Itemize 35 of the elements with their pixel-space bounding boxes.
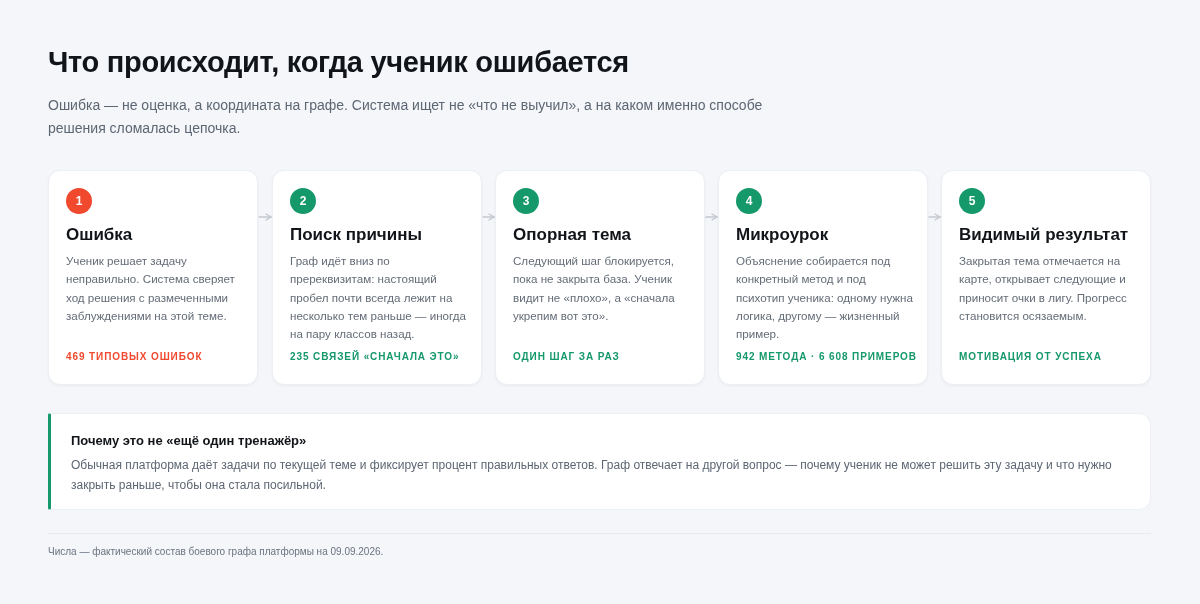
arrow bbox=[928, 213, 941, 221]
step-title: Микроурок bbox=[736, 225, 830, 245]
step-card bbox=[495, 170, 705, 385]
step-stat: 942 МЕТОДА · 6 608 ПРИМЕРОВ bbox=[736, 351, 917, 362]
subtitle: Ошибка — не оценка, а координата на графе. Система ищет не «что не выучил», а на каком именно способе решения сломалась цепочка. bbox=[48, 96, 764, 138]
step-title: Поиск причины bbox=[290, 225, 423, 245]
step-number-badge: 1 bbox=[66, 188, 92, 214]
step-card bbox=[941, 170, 1151, 385]
arrow bbox=[705, 213, 718, 221]
step-stat: 235 СВЯЗЕЙ «СНАЧАЛА ЭТО» bbox=[290, 351, 460, 362]
step-stat: ОДИН ШАГ ЗА РАЗ bbox=[513, 351, 620, 362]
step-description: Граф идёт вниз по пререквизитам: настоящий пробел почти всегда лежит на несколько тем раньше — иногда на пару классов назад. bbox=[290, 253, 467, 343]
step-card bbox=[272, 170, 482, 385]
step-card bbox=[48, 170, 258, 385]
callout-box bbox=[48, 413, 1151, 510]
step-number-badge: 4 bbox=[736, 188, 762, 214]
step-title: Видимый результат bbox=[959, 225, 1130, 245]
step-description: Закрытая тема отмечается на карте, открывает следующие и приносит очки в лигу. Прогресс становится осязаемым. bbox=[959, 253, 1128, 324]
step-card bbox=[718, 170, 928, 385]
step-description: Ученик решает задачу неправильно. Система сверяет ход решения с размеченными заблуждениями на этой теме. bbox=[66, 253, 236, 324]
arrow bbox=[258, 213, 272, 221]
step-stat: МОТИВАЦИЯ ОТ УСПЕХА bbox=[959, 351, 1102, 362]
heading: Что происходит, когда ученик ошибается bbox=[48, 46, 629, 79]
step-description: Объяснение собирается под конкретный метод и под психотип ученика: одному нужна логика, другому — жизненный пример. bbox=[736, 253, 914, 343]
step-title: Опорная тема bbox=[513, 225, 632, 245]
step-number-badge: 5 bbox=[959, 188, 985, 214]
step-title: Ошибка bbox=[66, 225, 134, 245]
step-stat: 469 ТИПОВЫХ ОШИБОК bbox=[66, 351, 203, 362]
step-description: Следующий шаг блокируется, пока не закрыта база. Ученик видит не «плохо», а «сначала укрепим вот это». bbox=[513, 253, 676, 324]
callout-heading: Почему это не «ещё один тренажёр» bbox=[71, 433, 307, 448]
arrow bbox=[482, 213, 495, 221]
step-number-badge: 3 bbox=[513, 188, 539, 214]
footnote: Числа — фактический состав боевого графа платформы на 09.09.2026. bbox=[48, 546, 384, 557]
callout-text: Обычная платформа даёт задачи по текущей теме и фиксирует процент правильных ответов. Граф отвечает на другой вопрос — почему ученик не может решить эту задачу и что нужно закрыть раньше, чтобы она стала посильной. bbox=[71, 457, 1113, 494]
step-number-badge: 2 bbox=[290, 188, 316, 214]
